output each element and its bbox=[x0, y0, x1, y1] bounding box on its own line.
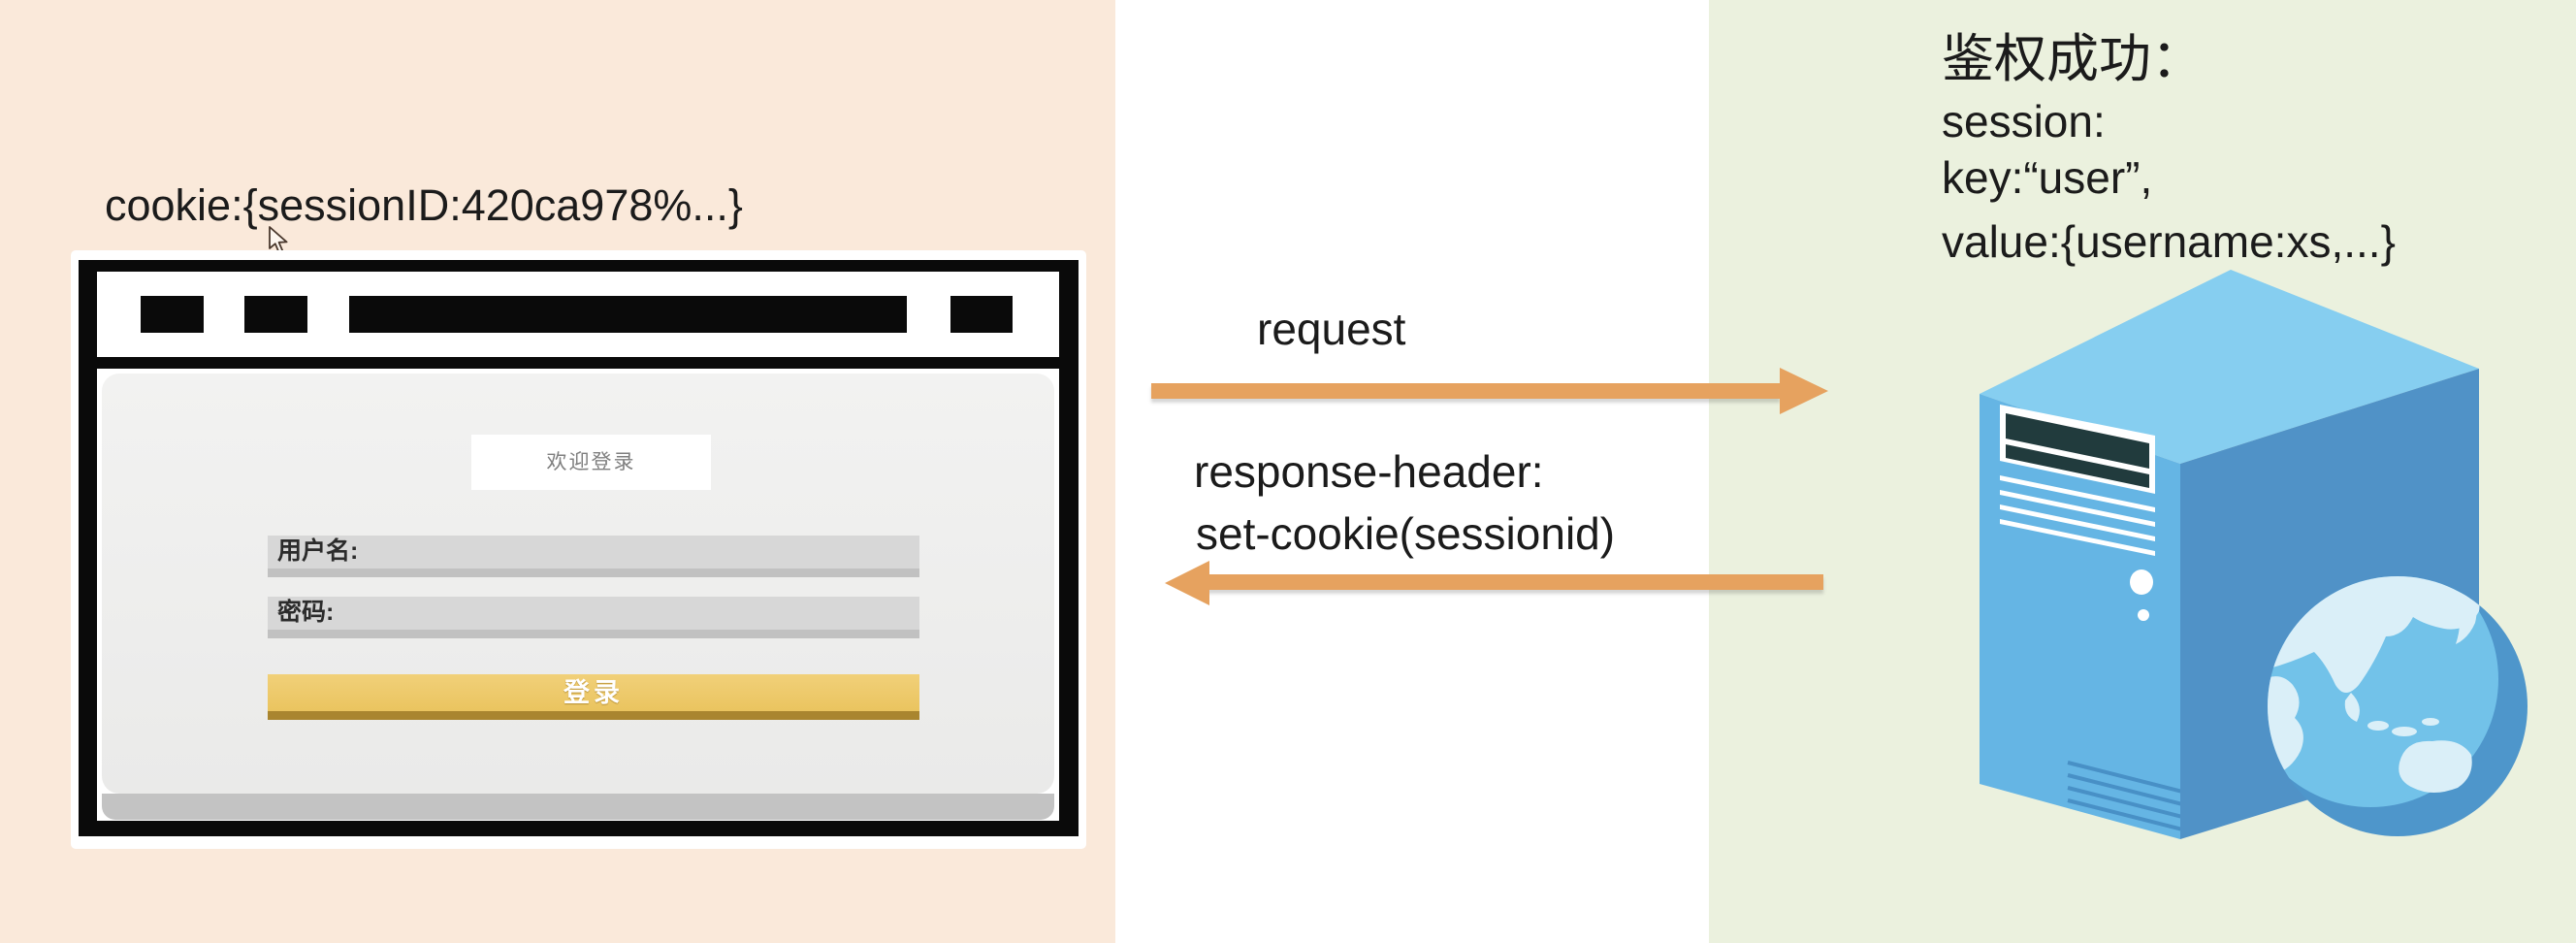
flow-panel-background bbox=[1115, 0, 1709, 943]
username-label: 用户名: bbox=[277, 537, 359, 565]
toolbar-block-icon bbox=[950, 296, 1013, 333]
browser-window: 欢迎登录 用户名: 密码: 登录 bbox=[71, 250, 1086, 849]
arrow-left-icon bbox=[1208, 574, 1823, 590]
session-key-line: key:“user”, bbox=[1942, 152, 2153, 203]
arrow-left-head-icon bbox=[1165, 561, 1209, 605]
arrow-right-head-icon bbox=[1780, 368, 1828, 414]
response-label-line2: set-cookie(sessionid) bbox=[1196, 508, 1616, 559]
welcome-title: 欢迎登录 bbox=[471, 435, 711, 490]
login-button[interactable]: 登录 bbox=[268, 674, 919, 720]
toolbar-block-icon bbox=[244, 296, 307, 333]
toolbar-block-icon bbox=[141, 296, 204, 333]
request-label: request bbox=[1257, 304, 1406, 354]
login-button-label: 登录 bbox=[564, 678, 624, 707]
session-value-line: value:{username:xs,...} bbox=[1942, 216, 2396, 267]
toolbar-divider bbox=[97, 357, 1059, 369]
led-dot bbox=[2138, 609, 2149, 621]
response-label-line1: response-header: bbox=[1194, 446, 1544, 497]
browser-frame: 欢迎登录 用户名: 密码: 登录 bbox=[79, 260, 1079, 836]
power-button bbox=[2130, 569, 2153, 595]
username-field[interactable]: 用户名: bbox=[268, 536, 919, 577]
login-panel-shadow bbox=[102, 794, 1054, 820]
server-tower-icon bbox=[1980, 270, 2528, 839]
password-field[interactable]: 密码: bbox=[268, 597, 919, 638]
auth-success-title: 鉴权成功： bbox=[1942, 30, 2204, 88]
drive-bay bbox=[2006, 413, 2149, 488]
cookie-caption: cookie:{sessionID:420ca978%...} bbox=[105, 180, 743, 230]
arrow-right-icon bbox=[1151, 383, 1780, 399]
globe-icon bbox=[2268, 576, 2528, 836]
address-bar-block bbox=[349, 296, 907, 333]
server-top-face bbox=[1980, 270, 2479, 464]
session-line: session: bbox=[1942, 96, 2106, 146]
password-label: 密码: bbox=[277, 599, 335, 626]
